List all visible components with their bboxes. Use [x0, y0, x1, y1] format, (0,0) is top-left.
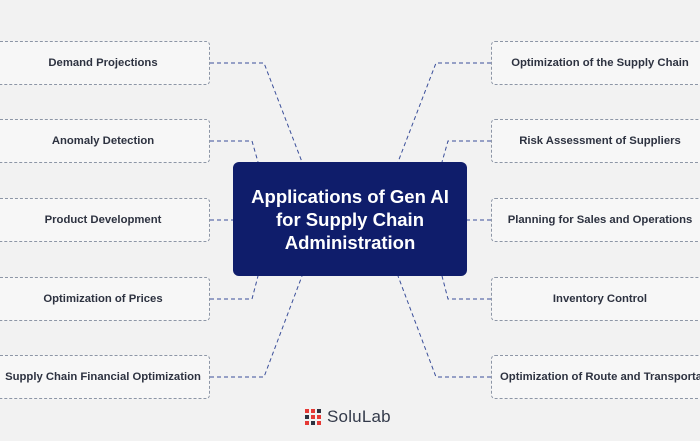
- connector-right-5: [397, 275, 491, 378]
- node-label: Planning for Sales and Operations: [507, 214, 693, 226]
- node-risk-assessment-of-suppliers: Risk Assessment of Suppliers: [491, 119, 700, 163]
- node-label: Product Development: [44, 214, 162, 226]
- connector-right-1: [397, 62, 491, 163]
- node-product-development: Product Development: [0, 198, 210, 242]
- central-title-line-2: for Supply Chain: [276, 208, 424, 230]
- node-label: Optimization of Prices: [43, 293, 163, 305]
- node-optimization-of-supply-chain: Optimization of the Supply Chain: [491, 41, 700, 85]
- node-inventory-control: Inventory Control: [491, 277, 700, 321]
- connector-left-2: [210, 140, 259, 163]
- node-anomaly-detection: Anomaly Detection: [0, 119, 210, 163]
- node-demand-projections: Demand Projections: [0, 41, 210, 85]
- node-label: Supply Chain Financial Optimization: [5, 371, 201, 383]
- node-label: Optimization of the Supply Chain: [511, 57, 689, 69]
- node-label: Inventory Control: [552, 293, 648, 305]
- central-title-line-3: Administration: [284, 231, 416, 253]
- connector-left-4: [210, 275, 259, 300]
- node-supply-chain-financial-optimization: Supply Chain Financial Optimization: [0, 355, 210, 399]
- node-label: Anomaly Detection: [51, 135, 155, 147]
- node-label: Demand Projections: [48, 57, 158, 69]
- brand-name: SoluLab: [327, 407, 391, 426]
- connector-left-5: [210, 275, 303, 378]
- connector-right-4: [441, 275, 491, 300]
- node-optimization-route-transportation: Optimization of Route and Transportation: [491, 355, 700, 399]
- connector-right-2: [441, 140, 491, 163]
- node-optimization-of-prices: Optimization of Prices: [0, 277, 210, 321]
- node-label: Optimization of Route and Transportation: [500, 371, 700, 383]
- central-topic: Applications of Gen AI for Supply Chain …: [233, 162, 467, 276]
- solulab-logo-icon: [305, 409, 321, 425]
- node-planning-sales-operations: Planning for Sales and Operations: [491, 198, 700, 242]
- brand-logo: SoluLab: [305, 405, 391, 429]
- connector-left-1: [210, 62, 303, 163]
- central-title-line-1: Applications of Gen AI: [251, 185, 449, 207]
- node-label: Risk Assessment of Suppliers: [519, 135, 681, 147]
